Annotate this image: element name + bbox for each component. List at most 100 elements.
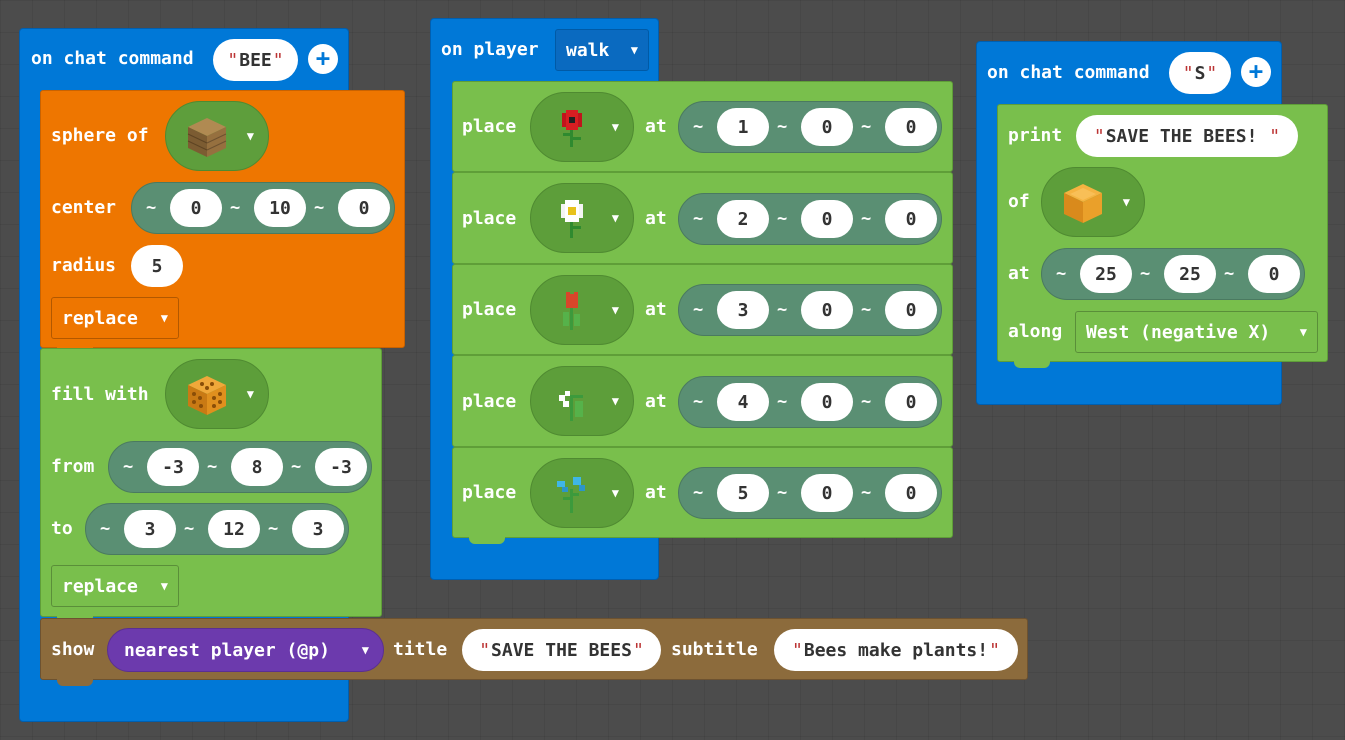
place-position[interactable]: ~ 2 ~ 0 ~ 0 <box>678 193 942 245</box>
place-position[interactable]: ~ 4 ~ 0 ~ 0 <box>678 376 942 428</box>
center-position[interactable]: ~ 0 ~ 10 ~ 0 <box>131 182 395 234</box>
player-event-dropdown[interactable]: walk ▼ <box>555 29 649 71</box>
place-block[interactable]: place ▼ at ~ 2 ~ 0 ~ 0 <box>452 172 953 264</box>
x-value[interactable]: 25 <box>1080 255 1132 293</box>
blue-orchid-icon <box>557 477 585 513</box>
planks-icon <box>187 118 227 157</box>
place-position[interactable]: ~ 5 ~ 0 ~ 0 <box>678 467 942 519</box>
place-block[interactable]: place ▼ at ~ 5 ~ 0 ~ 0 <box>452 447 953 544</box>
place-block[interactable]: place ▼ at ~ 4 ~ 0 ~ 0 <box>452 355 953 447</box>
chevron-down-icon: ▼ <box>1299 325 1307 339</box>
y-value[interactable]: 0 <box>801 474 853 512</box>
along-label: along <box>1008 321 1063 342</box>
subtitle-input[interactable]: "Bees make plants!" <box>774 629 1018 671</box>
place-position[interactable]: ~ 3 ~ 0 ~ 0 <box>678 284 942 336</box>
chevron-down-icon: ▼ <box>246 129 254 143</box>
y-value[interactable]: 25 <box>1164 255 1216 293</box>
event-label: on player <box>441 39 539 60</box>
z-value[interactable]: 0 <box>885 108 937 146</box>
player-event-value: walk <box>566 39 610 61</box>
x-value[interactable]: -3 <box>147 448 199 486</box>
event-label: on chat command <box>987 62 1150 83</box>
print-text: SAVE THE BEES! <box>1105 125 1269 147</box>
sphere-block[interactable]: sphere of ▼ center ~ 0 ~ 10 ~ 0 radius 5… <box>40 90 405 354</box>
x-value[interactable]: 2 <box>717 200 769 238</box>
y-value[interactable]: 10 <box>254 189 306 227</box>
command-input[interactable]: "S" <box>1169 52 1231 94</box>
at-label: at <box>645 299 667 320</box>
block-picker[interactable]: ▼ <box>530 275 634 345</box>
block-picker[interactable]: ▼ <box>530 366 634 436</box>
z-value[interactable]: 0 <box>885 291 937 329</box>
z-value[interactable]: 0 <box>885 383 937 421</box>
at-label: at <box>645 116 667 137</box>
of-label: of <box>1008 191 1030 212</box>
place-label: place <box>462 116 517 137</box>
lily-of-the-valley-icon <box>559 391 583 421</box>
block-picker[interactable]: ▼ <box>165 359 269 429</box>
poppy-icon <box>562 110 582 147</box>
at-label: at <box>645 391 667 412</box>
z-value[interactable]: -3 <box>315 448 367 486</box>
y-value[interactable]: 0 <box>801 383 853 421</box>
place-position[interactable]: ~ 1 ~ 0 ~ 0 <box>678 101 942 153</box>
chevron-down-icon: ▼ <box>160 311 168 325</box>
fill-block[interactable]: fill with ▼ from ~ -3 ~ 8 ~ -3 to ~ 3 ~ … <box>40 348 382 623</box>
block-picker[interactable]: ▼ <box>165 101 269 171</box>
y-value[interactable]: 8 <box>231 448 283 486</box>
title-input[interactable]: "SAVE THE BEES" <box>462 629 661 671</box>
event-label: on chat command <box>31 48 194 69</box>
z-value[interactable]: 0 <box>885 474 937 512</box>
x-value[interactable]: 0 <box>170 189 222 227</box>
x-value[interactable]: 5 <box>717 474 769 512</box>
sphere-mode-value: replace <box>62 307 138 329</box>
print-position[interactable]: ~ 25 ~ 25 ~ 0 <box>1041 248 1305 300</box>
x-value[interactable]: 3 <box>124 510 176 548</box>
at-label: at <box>1008 263 1030 284</box>
place-block[interactable]: place ▼ at ~ 1 ~ 0 ~ 0 <box>452 81 953 172</box>
y-value[interactable]: 12 <box>208 510 260 548</box>
plus-circle-icon[interactable]: + <box>308 44 338 74</box>
oxeye-daisy-icon <box>561 200 583 238</box>
block-picker[interactable]: ▼ <box>530 458 634 528</box>
z-value[interactable]: 3 <box>292 510 344 548</box>
chevron-down-icon: ▼ <box>160 579 168 593</box>
place-block[interactable]: place ▼ at ~ 3 ~ 0 ~ 0 <box>452 264 953 355</box>
block-picker[interactable]: ▼ <box>530 92 634 162</box>
radius-input[interactable]: 5 <box>131 245 183 287</box>
title-block[interactable]: show nearest player (@p) ▼ title "SAVE T… <box>40 618 1028 686</box>
print-block[interactable]: print "SAVE THE BEES! " of ▼ at ~ 25 ~ 2… <box>997 104 1328 368</box>
fill-mode-dropdown[interactable]: replace ▼ <box>51 565 179 607</box>
block-picker[interactable]: ▼ <box>1041 167 1145 237</box>
subtitle-label: subtitle <box>671 639 758 660</box>
direction-dropdown[interactable]: West (negative X) ▼ <box>1075 311 1318 353</box>
plus-circle-icon[interactable]: + <box>1241 57 1271 87</box>
place-label: place <box>462 299 517 320</box>
chevron-down-icon: ▼ <box>611 303 619 317</box>
chevron-down-icon: ▼ <box>611 486 619 500</box>
sphere-mode-dropdown[interactable]: replace ▼ <box>51 297 179 339</box>
chevron-down-icon: ▼ <box>246 387 254 401</box>
chevron-down-icon: ▼ <box>611 120 619 134</box>
at-label: at <box>645 482 667 503</box>
block-picker[interactable]: ▼ <box>530 183 634 253</box>
target-dropdown[interactable]: nearest player (@p) ▼ <box>107 628 384 672</box>
red-tulip-icon <box>563 292 580 330</box>
x-value[interactable]: 1 <box>717 108 769 146</box>
print-text-input[interactable]: "SAVE THE BEES! " <box>1076 115 1298 157</box>
z-value[interactable]: 0 <box>1248 255 1300 293</box>
y-value[interactable]: 0 <box>801 291 853 329</box>
y-value[interactable]: 0 <box>801 108 853 146</box>
x-value[interactable]: 4 <box>717 383 769 421</box>
at-label: at <box>645 208 667 229</box>
z-value[interactable]: 0 <box>338 189 390 227</box>
to-label: to <box>51 518 73 539</box>
chevron-down-icon: ▼ <box>611 394 619 408</box>
to-position[interactable]: ~ 3 ~ 12 ~ 3 <box>85 503 349 555</box>
command-input[interactable]: "BEE" <box>213 39 298 81</box>
x-value[interactable]: 3 <box>717 291 769 329</box>
z-value[interactable]: 0 <box>885 200 937 238</box>
y-value[interactable]: 0 <box>801 200 853 238</box>
radius-label: radius <box>51 255 117 276</box>
from-position[interactable]: ~ -3 ~ 8 ~ -3 <box>108 441 372 493</box>
